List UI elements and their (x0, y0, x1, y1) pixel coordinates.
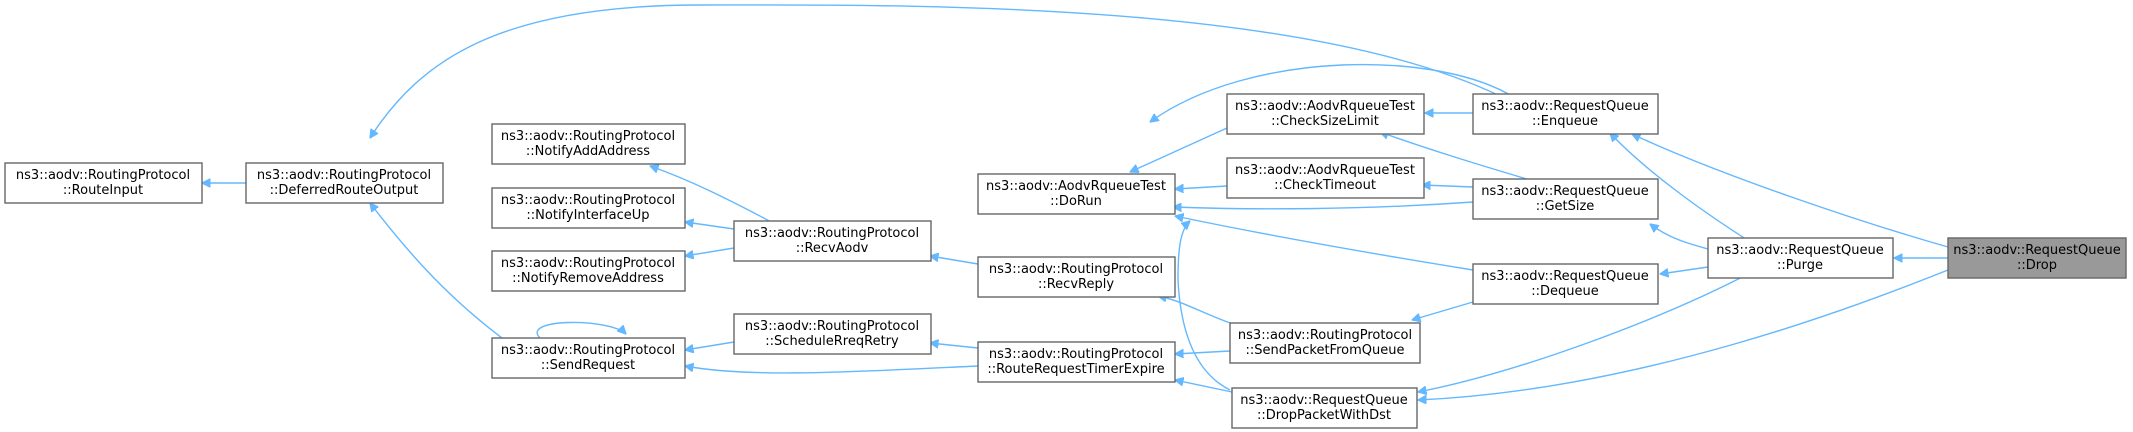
nodes: ns3::aodv::RequestQueue ::Drop ns3::aodv… (4, 93, 2127, 429)
node-purge-line1: ns3::aodv::RequestQueue (1716, 243, 1883, 258)
node-recvreply-line2: ::RecvReply (1038, 277, 1114, 292)
edge-purge-to-droppacketwithdst (1418, 271, 1753, 392)
edge-sendpacketfromqueue-to-recvreply (1158, 296, 1231, 324)
edge-checksizelimit-to-dorun (1130, 127, 1228, 172)
edge-routerequesttimerexpire-to-sendrequest (685, 366, 979, 374)
edge-drop-to-droppacketwithdst (1418, 269, 1949, 400)
node-sendrequest-line2: ::SendRequest (541, 358, 635, 373)
node-notifyaddaddress[interactable]: ns3::aodv::RoutingProtocol ::NotifyAddAd… (491, 123, 686, 165)
node-schedulerreqretry[interactable]: ns3::aodv::RoutingProtocol ::ScheduleRre… (733, 313, 932, 355)
node-notifyremoveaddress-line1: ns3::aodv::RoutingProtocol (501, 256, 675, 271)
node-checksizelimit-line2: ::CheckSizeLimit (1271, 114, 1379, 129)
edge-enqueue-to-dorun (1150, 63, 1516, 122)
node-sendrequest[interactable]: ns3::aodv::RoutingProtocol ::SendRequest (491, 337, 686, 379)
node-checktimeout-line1: ns3::aodv::AodvRqueueTest (1235, 163, 1415, 178)
edge-schedulerreqretry-to-sendrequest (685, 341, 735, 350)
edge-sendrequest-self-loop (536, 321, 626, 339)
node-recvreply-line1: ns3::aodv::RoutingProtocol (989, 262, 1163, 277)
node-checktimeout-line2: ::CheckTimeout (1274, 178, 1376, 193)
edge-enqueue-to-deferredrouteoutput (370, 4, 1501, 138)
node-deferredrouteoutput[interactable]: ns3::aodv::RoutingProtocol ::DeferredRou… (245, 162, 444, 204)
node-getsize-line1: ns3::aodv::RequestQueue (1481, 184, 1648, 199)
node-routerequesttimerexpire-line2: ::RouteRequestTimerExpire (987, 362, 1164, 377)
edge-getsize-to-checksizelimit (1380, 132, 1531, 181)
node-sendpacketfromqueue[interactable]: ns3::aodv::RoutingProtocol ::SendPacketF… (1229, 322, 1421, 364)
node-recvaodv-line1: ns3::aodv::RoutingProtocol (745, 226, 919, 241)
edge-dequeue-to-sendpacketfromqueue (1412, 301, 1474, 320)
edge-drop-to-enqueue (1632, 134, 1949, 248)
node-routerequesttimerexpire-line1: ns3::aodv::RoutingProtocol (989, 347, 1163, 362)
node-getsize-line2: ::GetSize (1536, 199, 1595, 214)
edges (202, 4, 1949, 400)
node-getsize[interactable]: ns3::aodv::RequestQueue ::GetSize (1472, 178, 1659, 220)
node-dequeue-line1: ns3::aodv::RequestQueue (1481, 269, 1648, 284)
node-notifyremoveaddress-line2: ::NotifyRemoveAddress (512, 271, 664, 286)
node-sendpacketfromqueue-line2: ::SendPacketFromQueue (1246, 343, 1405, 358)
node-drop[interactable]: ns3::aodv::RequestQueue ::Drop (1947, 237, 2127, 279)
node-notifyremoveaddress[interactable]: ns3::aodv::RoutingProtocol ::NotifyRemov… (491, 250, 686, 292)
node-enqueue[interactable]: ns3::aodv::RequestQueue ::Enqueue (1472, 93, 1659, 135)
node-droppacketwithdst-line2: ::DropPacketWithDst (1257, 408, 1391, 423)
node-sendpacketfromqueue-line1: ns3::aodv::RoutingProtocol (1238, 328, 1412, 343)
edge-purge-to-dequeue (1660, 266, 1709, 274)
node-notifyaddaddress-line1: ns3::aodv::RoutingProtocol (501, 129, 675, 144)
node-notifyinterfaceup[interactable]: ns3::aodv::RoutingProtocol ::NotifyInter… (491, 187, 686, 229)
node-dorun-line1: ns3::aodv::AodvRqueueTest (986, 179, 1166, 194)
node-dequeue-line2: ::Dequeue (1531, 284, 1599, 299)
edge-getsize-to-checktimeout (1422, 185, 1474, 187)
node-notifyinterfaceup-line1: ns3::aodv::RoutingProtocol (501, 193, 675, 208)
node-enqueue-line1: ns3::aodv::RequestQueue (1481, 99, 1648, 114)
edge-recvreply-to-recvaodv (930, 256, 979, 265)
edge-sendpacketfromqueue-to-routerequesttimerexpire (1175, 351, 1231, 354)
node-droppacketwithdst[interactable]: ns3::aodv::RequestQueue ::DropPacketWith… (1231, 387, 1418, 429)
edge-recvaodv-to-notifyaddaddress (650, 166, 776, 225)
node-checksizelimit-line1: ns3::aodv::AodvRqueueTest (1235, 99, 1415, 114)
node-routeinput-line1: ns3::aodv::RoutingProtocol (16, 168, 190, 183)
edge-recvaodv-to-notifyinterfaceup (685, 222, 735, 230)
node-dorun[interactable]: ns3::aodv::AodvRqueueTest ::DoRun (977, 173, 1176, 215)
node-schedulerreqretry-line2: ::ScheduleRreqRetry (765, 334, 899, 349)
node-dequeue[interactable]: ns3::aodv::RequestQueue ::Dequeue (1472, 263, 1659, 305)
edge-dequeue-to-dorun (1175, 216, 1474, 271)
node-sendrequest-line1: ns3::aodv::RoutingProtocol (501, 343, 675, 358)
node-droppacketwithdst-line1: ns3::aodv::RequestQueue (1240, 393, 1407, 408)
node-drop-line2: ::Drop (2017, 258, 2057, 273)
node-routeinput-line2: ::RouteInput (63, 183, 143, 198)
edge-checktimeout-to-dorun (1175, 186, 1228, 189)
node-purge-line2: ::Purge (1777, 258, 1823, 273)
node-notifyinterfaceup-line2: ::NotifyInterfaceUp (526, 208, 649, 223)
edge-droppacketwithdst-to-routerequesttimerexpire (1175, 380, 1233, 393)
node-deferredrouteoutput-line1: ns3::aodv::RoutingProtocol (257, 168, 431, 183)
node-purge[interactable]: ns3::aodv::RequestQueue ::Purge (1707, 237, 1894, 279)
edge-sendrequest-to-deferredrouteoutput (370, 203, 511, 345)
node-checksizelimit[interactable]: ns3::aodv::AodvRqueueTest ::CheckSizeLim… (1226, 93, 1425, 135)
node-recvreply[interactable]: ns3::aodv::RoutingProtocol ::RecvReply (977, 256, 1176, 298)
node-schedulerreqretry-line1: ns3::aodv::RoutingProtocol (745, 319, 919, 334)
edge-recvaodv-to-notifyremoveaddress (685, 247, 735, 256)
node-recvaodv[interactable]: ns3::aodv::RoutingProtocol ::RecvAodv (733, 220, 932, 262)
edge-droppacketwithdst-to-dorun (1177, 221, 1231, 391)
node-routerequesttimerexpire[interactable]: ns3::aodv::RoutingProtocol ::RouteReques… (977, 341, 1176, 383)
node-drop-line1: ns3::aodv::RequestQueue (1953, 243, 2120, 258)
node-recvaodv-line2: ::RecvAodv (796, 241, 869, 256)
edge-getsize-to-dorun (1173, 201, 1474, 209)
edge-routerequesttimerexpire-to-schedulerreqretry (930, 343, 979, 349)
edge-purge-to-getsize (1650, 224, 1709, 250)
edge-purge-to-enqueue (1610, 133, 1753, 244)
node-notifyaddaddress-line2: ::NotifyAddAddress (526, 144, 650, 159)
node-deferredrouteoutput-line2: ::DeferredRouteOutput (270, 183, 419, 198)
node-routeinput[interactable]: ns3::aodv::RoutingProtocol ::RouteInput (4, 162, 203, 204)
node-checktimeout[interactable]: ns3::aodv::AodvRqueueTest ::CheckTimeout (1226, 157, 1425, 199)
node-dorun-line2: ::DoRun (1050, 194, 1102, 209)
node-enqueue-line2: ::Enqueue (1532, 114, 1598, 129)
